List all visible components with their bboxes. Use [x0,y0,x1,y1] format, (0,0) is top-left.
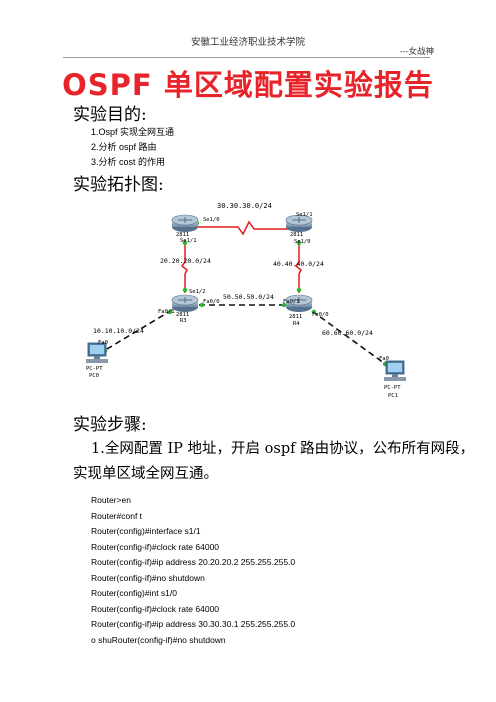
interface-label: Fa0/0 [203,299,220,305]
header-author: ---女战神 [399,47,434,57]
code-line: Router(config-if)#ip address 30.30.30.1 … [91,619,296,629]
interface-label: Fa0 [379,356,389,362]
router-model-label: 2811 [290,232,303,238]
code-line: Router>en [91,495,131,505]
link-r1-r2 [196,220,294,236]
network-label: 30.30.30.0/24 [217,202,272,210]
code-line: Router(config-if)#ip address 20.20.20.2 … [91,557,296,567]
pc-icon [384,360,406,381]
link-r4-pc1 [311,310,389,367]
pc-name-label: PC0 [89,373,99,379]
interface-label: Fa0/1 [283,299,300,305]
interface-label: Se1/0 [294,239,311,245]
purpose-item: 1.Ospf 实现全网互通 [91,127,175,137]
interface-label: Se1/0 [203,217,220,223]
link-r3-pc0 [101,309,173,353]
step1-text-line1: 1.全网配置 IP 地址，开启 ospf 路由协议，公布所有网段， [91,441,475,457]
router-model-label: 2811 [176,312,189,318]
link-status-dot [199,302,205,308]
steps-heading: 实验步骤: [73,415,147,435]
network-label: 60.60.60.0/24 [322,329,373,337]
network-label: 20.20.20.0/24 [160,257,211,265]
network-label: 50.50.50.0/24 [223,293,274,301]
code-line: o shuRouter(config-if)#no shutdown [91,634,226,645]
network-label: 40.40.40.0/24 [273,260,324,268]
link-status-dot [182,287,188,293]
interface-label: Fa0 [98,340,108,346]
purpose-item: 3.分析 cost 的作用 [91,157,166,167]
header-divider [63,57,430,58]
config-code-block: Router>en Router#conf t Router(config)#i… [91,493,295,648]
router-name-label: R3 [180,318,187,324]
router-icon [171,214,199,232]
link-status-dot [296,240,302,246]
pc-type-label: PC-PT [384,385,401,391]
code-line: Router(config)#int s1/0 [91,588,177,598]
pc-type-label: PC-PT [86,366,103,372]
step1-text-line2: 实现单区域全网互通。 [73,466,218,482]
page-title: OSPF 单区域配置实验报告 [62,68,434,102]
interface-label: Se1/1 [180,238,197,244]
purpose-heading: 实验目的: [73,105,147,125]
link-status-dot [296,287,302,293]
router-icon [285,294,313,312]
link-r2-r4 [294,240,302,293]
header-school-name: 安徽工业经济职业技术学院 [190,37,305,48]
code-line: Router#conf t [91,510,143,521]
interface-label: Fa0/0 [312,312,329,318]
code-line: Router(config-if)#clock rate 64000 [91,541,220,552]
network-topology-diagram: 30.30.30.0/24 20.20.20.0/24 40.40.40.0/2… [86,202,406,399]
topology-heading: 实验拓扑图: [73,175,164,195]
code-line: Router(config-if)#clock rate 64000 [91,603,220,614]
link-status-dot [281,302,287,308]
pc-icon [86,342,108,363]
router-name-label: R4 [293,321,300,327]
router-model-label: 2811 [176,232,189,238]
router-icon [171,294,199,312]
network-label: 10.10.10.0/24 [93,327,144,335]
code-line: Router(config)#interface s1/1 [91,526,201,536]
interface-label: Se1/2 [189,289,206,295]
code-line: Router(config-if)#no shutdown [91,572,205,583]
link-status-dot [167,309,173,315]
interface-label: Se1/1 [296,212,313,218]
router-icon [285,214,313,232]
pc-name-label: PC1 [388,393,398,399]
router-model-label: 2811 [289,314,302,320]
link-status-dot [311,309,317,315]
link-r1-r3 [180,240,188,293]
interface-label: Fa0/1 [158,309,175,315]
link-status-dot [182,240,188,246]
purpose-item: 2.分析 ospf 路由 [91,142,157,152]
